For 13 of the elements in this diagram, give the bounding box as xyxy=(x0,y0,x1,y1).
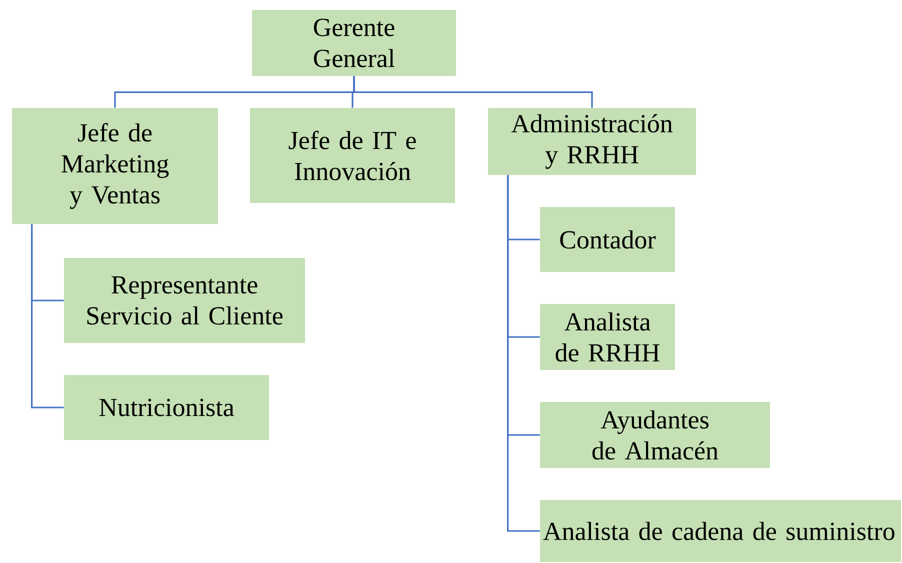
connector-line xyxy=(31,224,64,408)
org-box: Analista de cadena de suministro xyxy=(540,500,901,562)
org-box: Contador xyxy=(540,207,675,272)
org-box: Analista de RRHH xyxy=(540,304,675,370)
connector-line xyxy=(507,175,540,532)
org-box: Gerente General xyxy=(252,10,456,76)
org-box: Representante Servicio al Cliente xyxy=(64,258,305,343)
org-box: Ayudantes de Almacén xyxy=(540,402,770,468)
connector-line xyxy=(353,76,593,108)
org-box: Nutricionista xyxy=(64,375,269,440)
org-box: Jefe de Marketing y Ventas xyxy=(12,108,218,224)
org-box: Administración y RRHH xyxy=(488,108,696,175)
org-box: Jefe de IT e Innovación xyxy=(250,108,455,203)
